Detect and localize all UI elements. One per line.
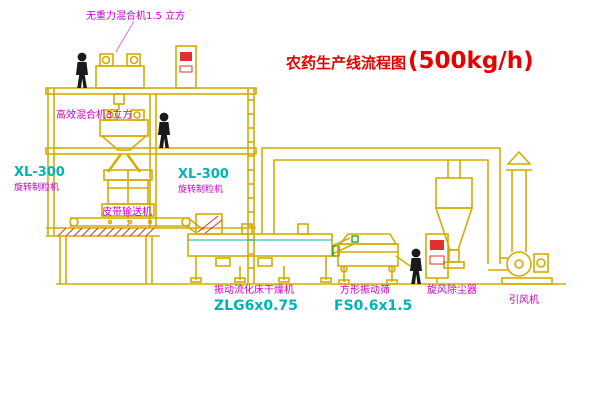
label-granulator-center-model: XL-300: [178, 167, 229, 182]
induced-draft-fan-machine: [501, 251, 553, 285]
cyclone-machine: [434, 177, 474, 269]
ladder: [248, 99, 254, 269]
label-cyclone: 旋风除尘器: [427, 283, 477, 296]
label-granulator-left-model: XL-300: [14, 165, 65, 180]
dryer-discharge-mark: [332, 245, 340, 257]
control-cabinet-top: [175, 45, 197, 89]
label-second-mixer: 高效混合机3立方: [56, 108, 132, 121]
fluid-bed-dryer-machine: [187, 213, 355, 283]
label-sieve-name: 方形振动筛: [340, 283, 390, 296]
control-cabinet-2: [425, 233, 449, 284]
drawing-title-capacity: (500kg/h): [408, 48, 534, 74]
exhaust-stack: [506, 150, 532, 252]
label-dryer-model: ZLG6x0.75: [214, 298, 298, 314]
label-granulator-center-name: 旋转制粒机: [178, 183, 223, 195]
exhaust-duct: [261, 147, 508, 271]
granulator-machine: [101, 169, 155, 228]
worker-figure-2: [158, 112, 170, 148]
label-fan: 引风机: [509, 293, 539, 306]
high-efficiency-mixer-machine: [99, 109, 149, 173]
worker-figure-3: [410, 248, 422, 284]
building-structure: [45, 87, 257, 284]
floor-hatch: [57, 227, 155, 237]
square-sieve-machine: [337, 233, 411, 285]
gravity-mixer-machine: [95, 53, 145, 110]
worker-figure-1: [76, 52, 88, 88]
drawing-title: 农药生产线流程图(500kg/h): [285, 48, 534, 74]
label-dryer-name: 振动流化床干燥机: [214, 283, 294, 296]
label-belt-conveyor: 皮带输送机: [102, 205, 152, 218]
label-top-mixer: 无重力混合机1.5 立方: [86, 9, 185, 22]
drawing-title-text: 农药生产线流程图: [285, 54, 406, 72]
label-sieve-model: FS0.6x1.5: [334, 298, 412, 314]
sieve-inlet-mark: [351, 235, 359, 243]
label-granulator-left-name: 旋转制粒机: [14, 181, 59, 193]
label-leader-line: [115, 20, 135, 53]
belt-conveyor-machine: [69, 217, 205, 235]
